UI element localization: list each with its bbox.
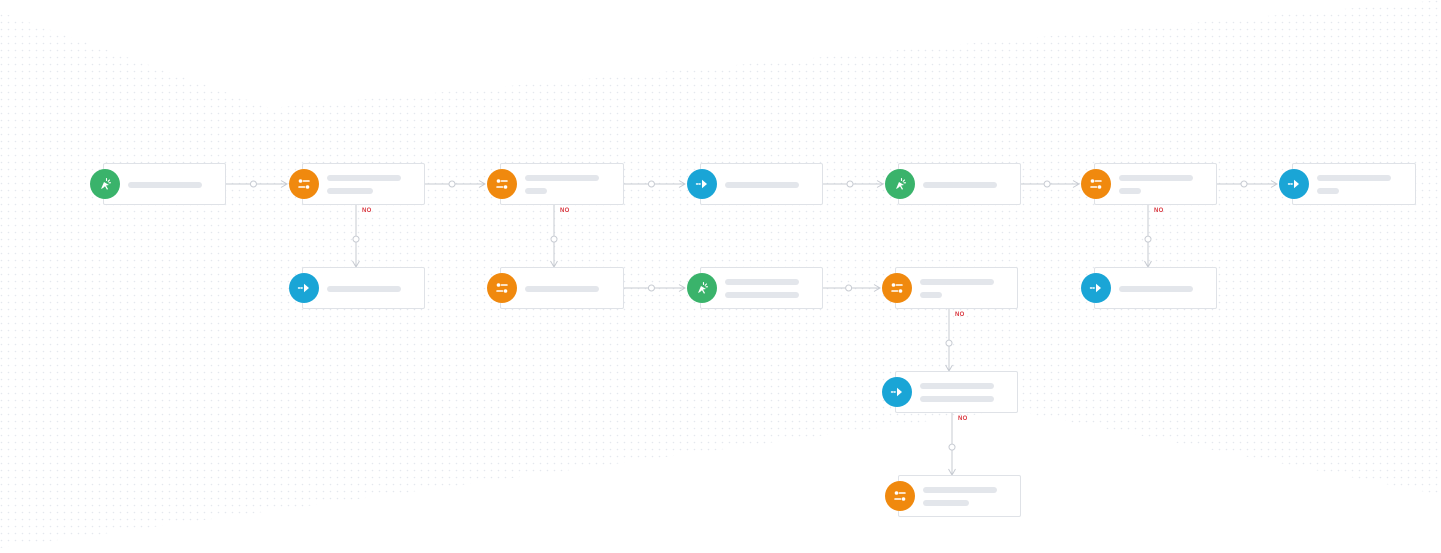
connector-handle: [945, 339, 953, 347]
connector-handle: [846, 180, 854, 188]
branch-label-no: NO: [1154, 208, 1164, 214]
workflow-node-condition[interactable]: [487, 163, 624, 205]
placeholder-text-bar: [1317, 188, 1339, 194]
connector-handle: [1144, 235, 1152, 243]
connector-handle: [249, 180, 257, 188]
branch-label-no: NO: [958, 416, 968, 422]
workflow-node-action[interactable]: [882, 371, 1018, 413]
connector-handle: [647, 180, 655, 188]
placeholder-text-bar: [128, 182, 202, 188]
placeholder-text-bar: [327, 188, 373, 194]
sliders-icon: [885, 481, 915, 511]
arrow-head: [1270, 180, 1278, 188]
placeholder-text-bar: [920, 383, 994, 389]
arrow-head: [280, 180, 288, 188]
workflow-node-action[interactable]: [1279, 163, 1416, 205]
send-arrow-icon: [687, 169, 717, 199]
cursor-click-icon: [90, 169, 120, 199]
placeholder-text-bar: [725, 292, 799, 298]
arrow-head: [1072, 180, 1080, 188]
workflow-node-action[interactable]: [1081, 267, 1217, 309]
placeholder-text-bar: [1119, 175, 1193, 181]
placeholder-text-bar: [1119, 188, 1141, 194]
arrow-head: [876, 180, 884, 188]
arrow-head: [678, 284, 686, 292]
placeholder-text-bar: [725, 182, 799, 188]
connector-handle: [1240, 180, 1248, 188]
placeholder-text-bar: [725, 279, 799, 285]
branch-label-no: NO: [955, 312, 965, 318]
connector-handle: [1043, 180, 1051, 188]
workflow-node-trigger[interactable]: [687, 267, 823, 309]
placeholder-text-bar: [1317, 175, 1391, 181]
placeholder-text-bar: [923, 487, 997, 493]
placeholder-text-bar: [920, 396, 994, 402]
send-arrow-icon: [1081, 273, 1111, 303]
placeholder-text-bar: [327, 286, 401, 292]
cursor-click-icon: [687, 273, 717, 303]
placeholder-text-bar: [923, 500, 969, 506]
connector-handle: [647, 284, 655, 292]
cursor-click-icon: [885, 169, 915, 199]
placeholder-text-bar: [923, 182, 997, 188]
workflow-node-condition[interactable]: [885, 475, 1021, 517]
connector-handle: [352, 235, 360, 243]
connector-handle: [845, 284, 853, 292]
workflow-node-action[interactable]: [289, 267, 425, 309]
sliders-icon: [487, 169, 517, 199]
sliders-icon: [487, 273, 517, 303]
workflow-node-trigger[interactable]: [90, 163, 226, 205]
branch-label-no: NO: [362, 208, 372, 214]
workflow-node-trigger[interactable]: [885, 163, 1021, 205]
sliders-icon: [882, 273, 912, 303]
workflow-node-condition[interactable]: [1081, 163, 1217, 205]
connector-handle: [550, 235, 558, 243]
placeholder-text-bar: [525, 286, 599, 292]
send-arrow-icon: [289, 273, 319, 303]
placeholder-text-bar: [327, 175, 401, 181]
placeholder-text-bar: [1119, 286, 1193, 292]
send-arrow-icon: [882, 377, 912, 407]
send-arrow-icon: [1279, 169, 1309, 199]
workflow-node-condition[interactable]: [487, 267, 624, 309]
sliders-icon: [289, 169, 319, 199]
branch-label-no: NO: [560, 208, 570, 214]
placeholder-text-bar: [920, 292, 942, 298]
placeholder-text-bar: [525, 175, 599, 181]
workflow-node-condition[interactable]: [882, 267, 1018, 309]
workflow-node-condition[interactable]: [289, 163, 425, 205]
arrow-head: [873, 284, 881, 292]
placeholder-text-bar: [920, 279, 994, 285]
sliders-icon: [1081, 169, 1111, 199]
arrow-head: [478, 180, 486, 188]
workflow-node-action[interactable]: [687, 163, 823, 205]
connector-handle: [448, 180, 456, 188]
connector-handle: [948, 443, 956, 451]
arrow-head: [678, 180, 686, 188]
placeholder-text-bar: [525, 188, 547, 194]
